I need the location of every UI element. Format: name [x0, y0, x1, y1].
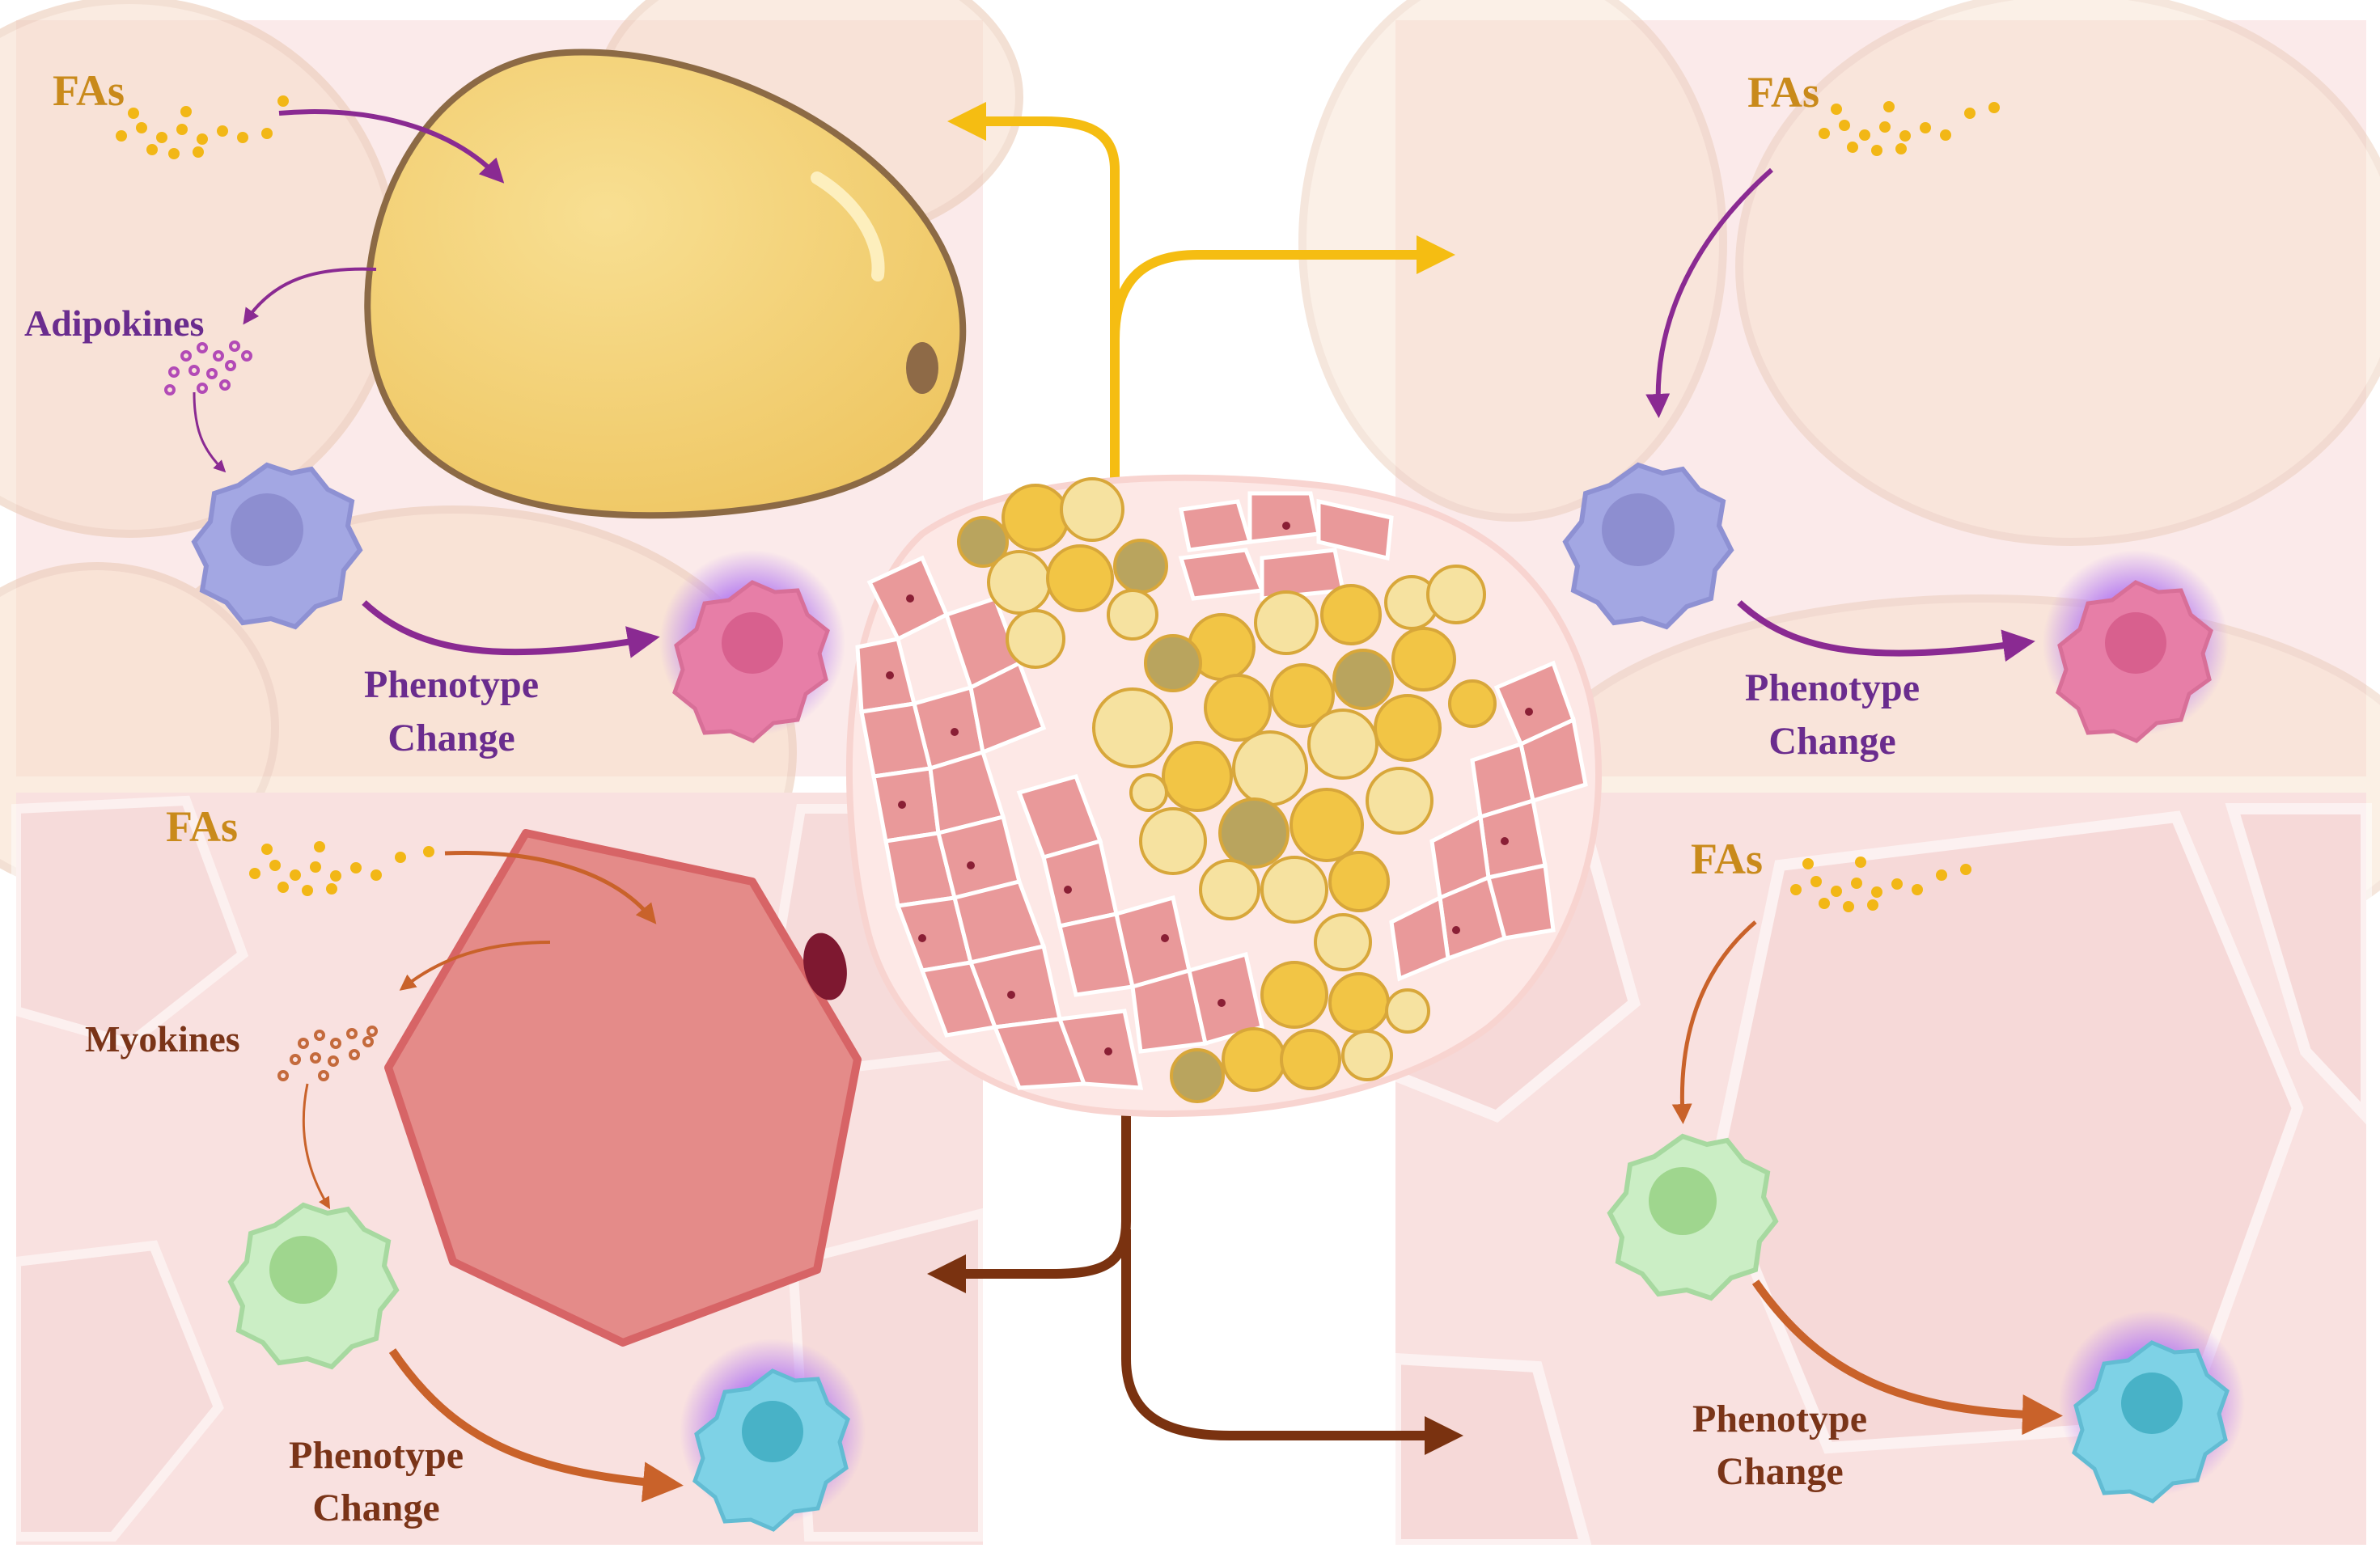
panel-bottom-left: FAs Myokines Phenotype Change: [11, 793, 988, 1545]
phenotype-label-line2: Change: [387, 717, 515, 759]
fa-uptake-arrow: [278, 109, 505, 184]
macrophage-cyan-icon: [2059, 1310, 2245, 1504]
fa-uptake-arrow: [444, 850, 657, 924]
myokines-label: Myokines: [85, 1018, 240, 1060]
fas-label: FAs: [1747, 68, 1819, 116]
fa-uptake-arrow: [1645, 167, 1773, 418]
phenotype-label-line1: Phenotype: [364, 663, 539, 706]
fatty-acid-droplets-icon: [1819, 101, 2000, 156]
myokine-droplets-icon: [277, 1026, 378, 1081]
macrophage-icon: [1562, 462, 1734, 630]
macrophage-cyan-icon: [680, 1339, 866, 1532]
signal-arrow: [193, 391, 227, 473]
fatty-acid-droplets-icon: [1790, 857, 1971, 912]
fa-uptake-arrow: [1671, 920, 1757, 1124]
fas-label: FAs: [53, 66, 125, 115]
adipose-branch-arrows: [947, 102, 1455, 493]
macrophage-m1-icon: [659, 550, 845, 743]
macrophage-icon: [227, 1202, 400, 1370]
phenotype-arrow: [388, 1348, 684, 1503]
adipokines-label: Adipokines: [24, 302, 204, 344]
fas-label: FAs: [166, 802, 238, 851]
adipocyte-icon: [364, 49, 967, 519]
panel-bottom-right: FAs Phenotype Change: [1390, 793, 2372, 1550]
phenotype-label-line1: Phenotype: [1692, 1398, 1867, 1440]
fatty-acid-droplets-icon: [116, 95, 289, 159]
phenotype-label-line2: Change: [1716, 1450, 1843, 1493]
phenotype-label-line2: Change: [312, 1487, 439, 1529]
fatty-acid-droplets-icon: [249, 841, 434, 896]
secretion-arrow: [399, 941, 551, 991]
signal-arrow: [302, 1083, 331, 1210]
phenotype-label-line2: Change: [1768, 720, 1895, 763]
phenotype-label-line1: Phenotype: [1745, 666, 1920, 709]
macrophage-icon: [191, 462, 363, 630]
phenotype-arrow: [362, 600, 660, 658]
macrophage-m1-icon: [2043, 550, 2229, 743]
muscle-branch-arrows: [927, 1108, 1463, 1455]
fas-label: FAs: [1691, 835, 1763, 883]
phenotype-arrow: [1751, 1279, 2063, 1436]
myocyte-icon: [384, 829, 862, 1347]
tissue-cross-section-icon: [845, 474, 1602, 1118]
adipokine-droplets-icon: [164, 340, 252, 395]
phenotype-label-line1: Phenotype: [289, 1434, 464, 1477]
secretion-arrow: [243, 267, 377, 325]
phenotype-arrow: [1737, 600, 2035, 662]
macrophage-icon: [1607, 1133, 1779, 1301]
